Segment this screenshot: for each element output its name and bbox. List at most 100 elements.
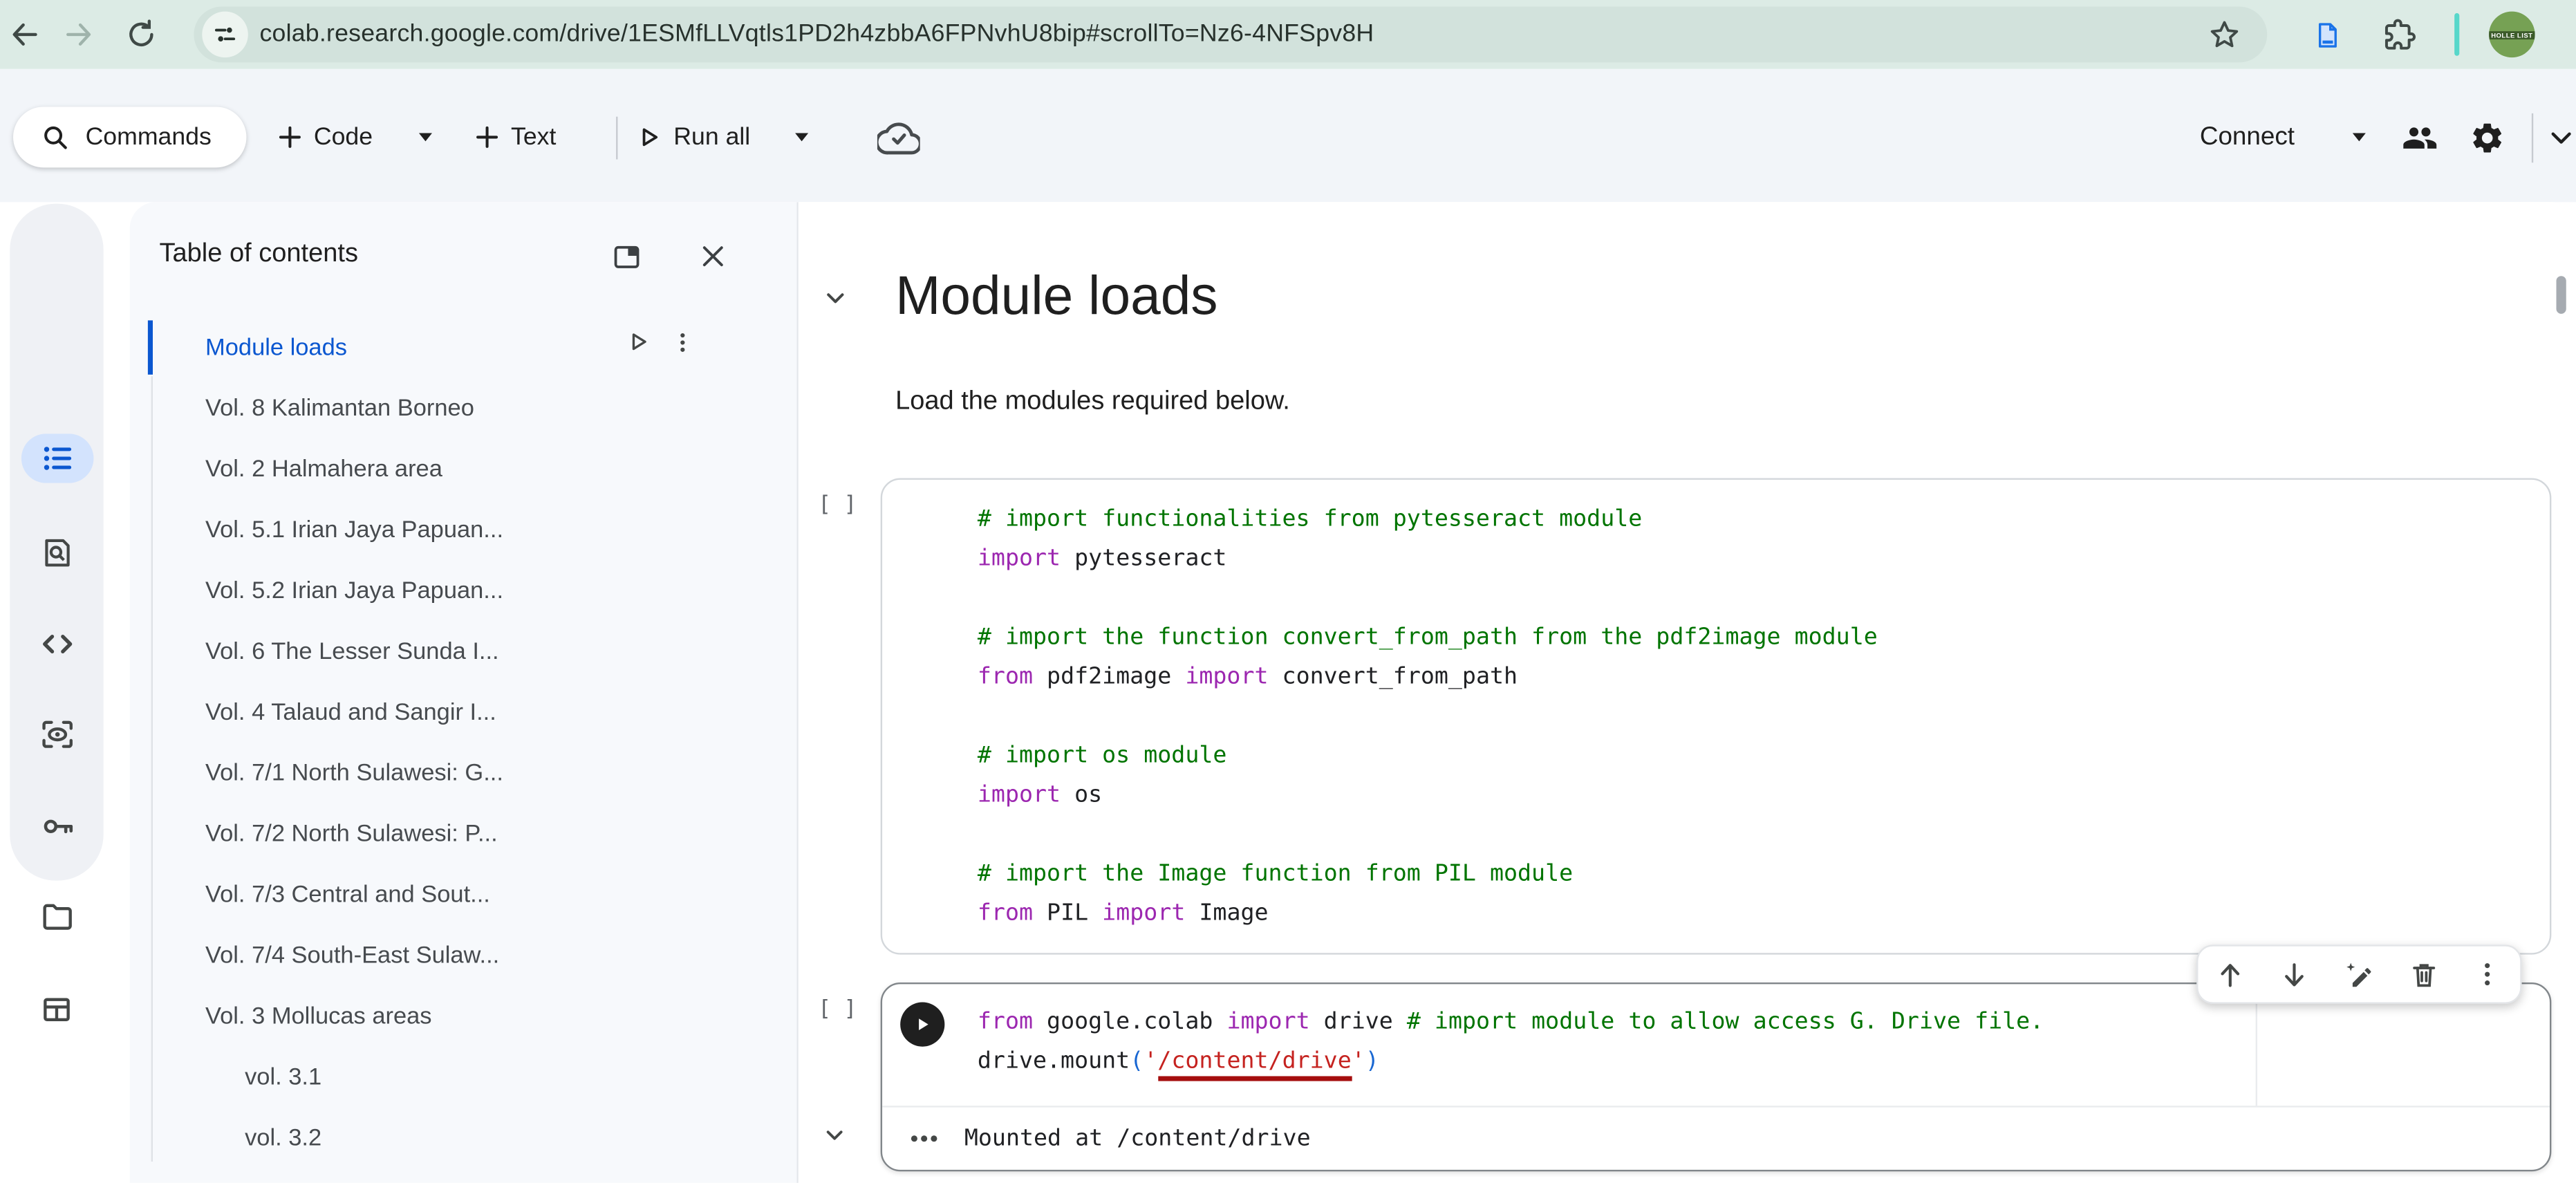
toc-item[interactable]: Vol. 5.1 Irian Jaya Papuan... [130,499,797,560]
run-all-button[interactable]: Run all [634,106,750,167]
notebook-scrollbar-thumb[interactable] [2556,276,2566,314]
code-editor[interactable]: from google.colab import drive # import … [978,1003,2044,1081]
cell-toolbar [2196,944,2522,1004]
toc-item[interactable]: Vol. 7/3 Central and Sout... [130,864,797,925]
settings-button[interactable] [2470,106,2505,167]
output-divider [882,1105,2550,1107]
toc-item[interactable]: Vol. 7/1 North Sulawesi: G... [130,743,797,803]
rail-item-find-in-notebook[interactable] [10,523,103,582]
toc-item[interactable]: Vol. 5.2 Irian Jaya Papuan... [130,560,797,621]
add-text-button[interactable]: Text [473,106,556,167]
back-button[interactable] [1,12,48,58]
table-icon [44,997,70,1021]
connect-button[interactable]: Connect [2200,106,2295,167]
toc-item-label: Vol. 7/1 North Sulawesi: G... [205,760,503,787]
reload-button[interactable] [118,12,165,58]
toc-item[interactable]: Vol. 6 The Lesser Sunda I... [130,621,797,682]
toc-tree-line [150,376,153,1162]
back-arrow-icon [12,23,37,46]
active-item-bar [147,320,153,375]
toc-item[interactable]: Module loads [130,317,797,378]
share-button[interactable] [2402,106,2438,167]
plus-icon [279,126,301,148]
code-cell-selected[interactable]: from google.colab import drive # import … [880,982,2552,1172]
toolbar-divider [616,116,618,160]
kebab-menu-icon[interactable] [671,329,696,354]
move-cell-up-button[interactable] [2211,955,2250,994]
toc-item[interactable]: Vol. 3 Mollucas areas [130,986,797,1047]
run-all-menu-button[interactable] [795,106,809,167]
toc-item[interactable]: Vol. 4 Talaud and Sangir I... [130,682,797,743]
execution-indicator[interactable]: [ ] [818,492,857,518]
code-editor[interactable]: # import functionalities from pytesserac… [977,505,1878,927]
open-toc-in-tab-button[interactable] [608,239,644,274]
url-bar[interactable]: colab.research.google.com/drive/1ESMfLLV… [194,6,2268,63]
extensions-button[interactable] [2377,12,2423,58]
collapse-toolbar-button[interactable] [2545,106,2576,167]
toc-item[interactable]: Vol. 2 Halmahera area [130,438,797,499]
profile-divider [2454,13,2460,56]
close-toc-button[interactable] [695,239,731,274]
people-icon [2403,127,2437,148]
run-section-icon[interactable] [624,328,651,355]
rail-item-variable-inspector[interactable] [10,705,103,764]
find-in-document-icon [45,538,70,566]
connect-menu-button[interactable] [2352,106,2366,167]
sparkle-pencil-icon [2347,962,2372,987]
cloud-save-button[interactable] [877,106,920,167]
close-icon [702,246,723,267]
eye-scan-icon [41,720,72,748]
colab-toolbar: Commands Code Text Run all Connect [0,68,2576,203]
execution-indicator[interactable]: [ ] [818,997,857,1023]
profile-avatar[interactable]: HOLLE LIST [2489,11,2535,58]
toc-item-label: Vol. 4 Talaud and Sangir I... [205,699,496,726]
site-settings-button[interactable] [202,11,248,58]
run-cell-button[interactable] [900,1002,945,1047]
rail-item-secrets[interactable] [10,797,103,856]
toc-item-label: vol. 3.2 [245,1124,322,1151]
toc-item[interactable]: Vol. 7/2 North Sulawesi: P... [130,803,797,864]
cell-editor-divider [2255,984,2258,1106]
toc-item[interactable]: vol. 3.2 [130,1108,797,1168]
puzzle-extension-icon [2384,19,2416,50]
rail-item-data-table[interactable] [10,979,103,1038]
play-icon [919,1018,928,1030]
output-ellipsis-icon[interactable] [910,1134,937,1144]
commands-button[interactable]: Commands [13,106,247,168]
forward-button[interactable] [56,12,102,58]
toc-item-label: Vol. 7/3 Central and Sout... [205,881,490,908]
cell-more-actions-button[interactable] [2468,955,2508,994]
document-icon [2317,22,2336,47]
toc-item[interactable]: vol. 3.1 [130,1047,797,1108]
toc-item[interactable]: Vol. 7/4 South-East Sulaw... [130,925,797,986]
delete-cell-button[interactable] [2404,955,2443,994]
rail-item-code-snippets[interactable] [10,615,103,674]
collapse-output-button[interactable] [821,1122,848,1148]
code-cell[interactable]: # import functionalities from pytesserac… [880,478,2552,955]
collapse-section-button[interactable] [821,284,849,312]
toc-item-label: Vol. 2 Halmahera area [205,456,442,483]
doc-tab-button[interactable] [2304,12,2350,58]
toc-item-label: Vol. 5.1 Irian Jaya Papuan... [205,516,504,543]
browser-chrome: colab.research.google.com/drive/1ESMfLLV… [0,0,2576,69]
move-cell-down-button[interactable] [2275,955,2315,994]
rail-item-files[interactable] [10,887,103,947]
url-text[interactable]: colab.research.google.com/drive/1ESMfLLV… [259,19,1374,48]
toc-item-label: Vol. 5.2 Irian Jaya Papuan... [205,577,504,604]
edit-with-ai-button[interactable] [2340,955,2379,994]
chevron-down-icon [795,133,809,142]
connect-label: Connect [2199,122,2295,151]
toolbar-divider [2531,113,2534,163]
play-outline-icon [642,128,658,147]
bookmark-button[interactable] [2208,18,2241,51]
rail-item-table-of-contents[interactable] [10,429,103,488]
code-brackets-icon [41,634,72,654]
cloud-check-icon [877,122,920,154]
add-code-menu-button[interactable] [418,106,432,167]
toc-item-label: Vol. 8 Kalimantan Borneo [205,395,474,422]
chevron-down-icon [418,133,432,142]
toc-item[interactable]: Vol. 8 Kalimantan Borneo [130,378,797,439]
run-all-label: Run all [673,123,751,151]
add-code-button[interactable]: Code [276,106,373,167]
